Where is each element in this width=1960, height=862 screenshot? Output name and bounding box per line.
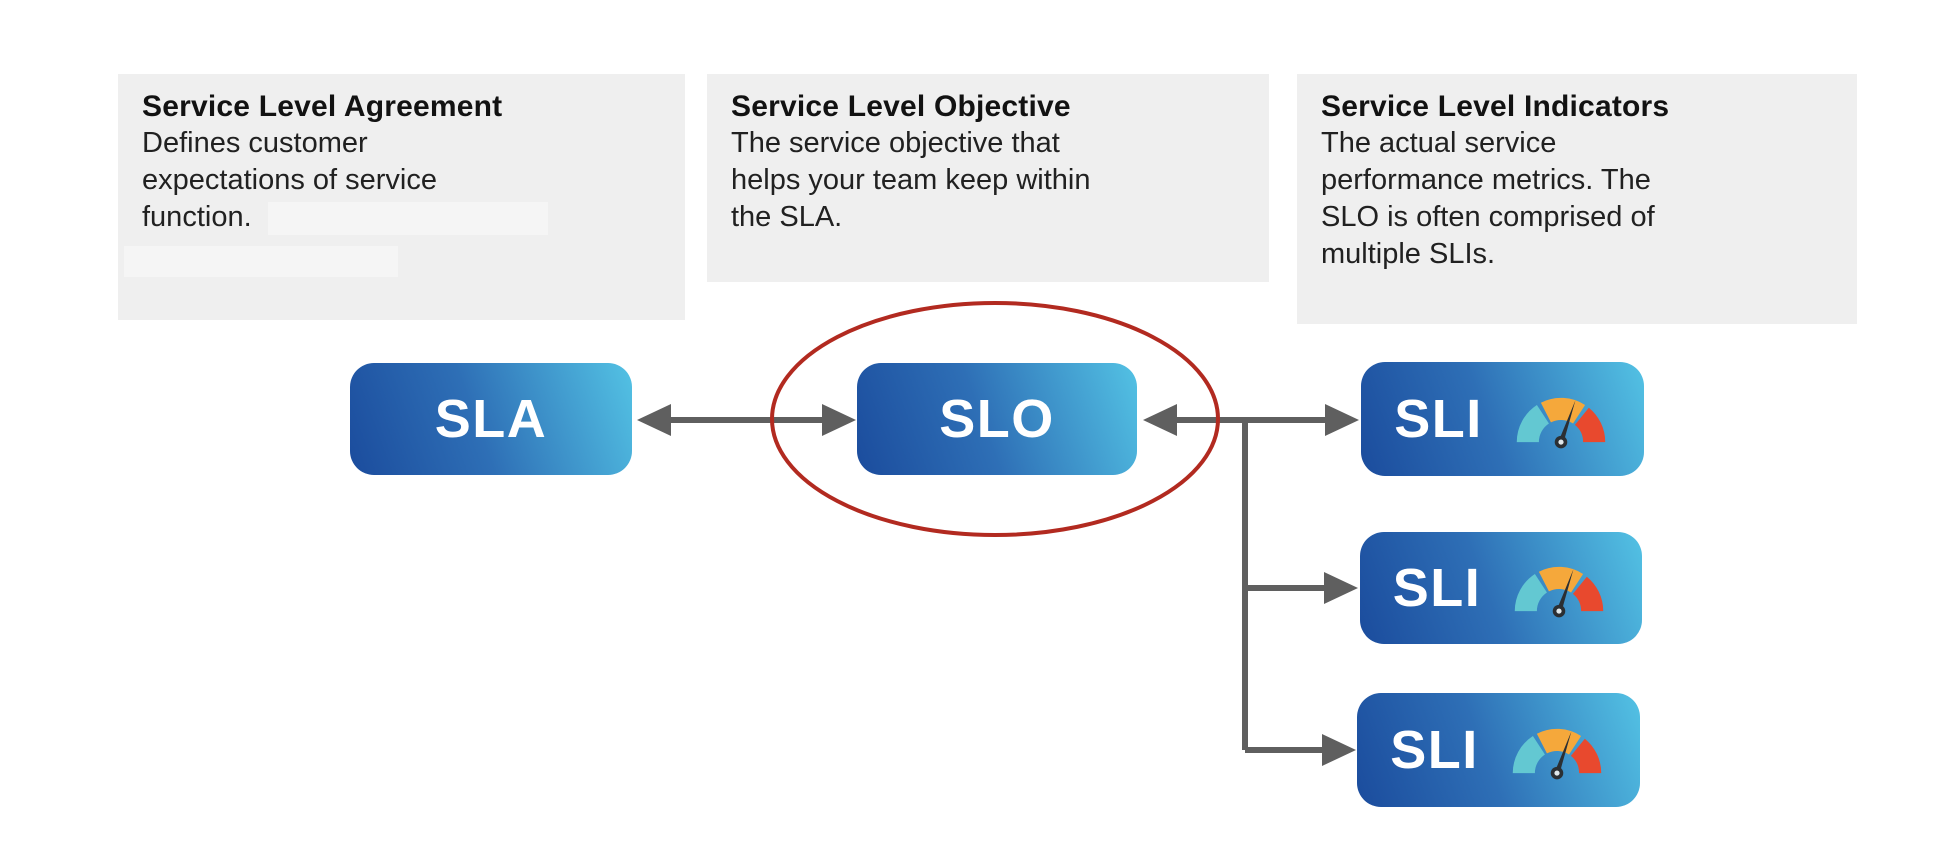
card-body-line: helps your team keep within <box>731 164 1091 196</box>
node-sli-label: SLI <box>1392 558 1482 618</box>
arrow-slo-sli <box>1143 404 1359 766</box>
node-sla-label: SLA <box>434 389 548 449</box>
gauge-icon <box>1509 557 1609 619</box>
arrow-sla-slo <box>637 404 856 436</box>
node-sli-label: SLI <box>1390 720 1479 780</box>
node-slo-label: SLO <box>939 389 1055 449</box>
card-body-line: multiple SLIs. <box>1321 238 1496 270</box>
card-body-line: performance metrics. The <box>1321 164 1651 196</box>
node-sli-label: SLI <box>1394 389 1483 449</box>
card-body-line: expectations of service <box>142 164 437 196</box>
redacted-text-block <box>124 246 398 277</box>
card-title: Service Level Agreement <box>142 90 503 123</box>
node-sli-3: SLI <box>1357 693 1640 807</box>
card-body-line: the SLA. <box>731 201 843 233</box>
node-slo: SLO <box>857 363 1137 475</box>
node-sla: SLA <box>350 363 632 475</box>
card-body-line: function. <box>142 201 252 233</box>
card-title: Service Level Objective <box>731 90 1071 123</box>
card-service-level-objective: Service Level Objective The service obje… <box>707 74 1269 282</box>
card-service-level-indicators: Service Level Indicators The actual serv… <box>1297 74 1857 324</box>
card-service-level-agreement: Service Level Agreement Defines customer… <box>118 74 685 320</box>
card-body-line: The service objective that <box>731 127 1060 159</box>
node-sli-2: SLI <box>1360 532 1642 644</box>
card-title: Service Level Indicators <box>1321 90 1670 123</box>
node-sli-1: SLI <box>1361 362 1644 476</box>
redacted-text-block <box>268 202 548 235</box>
card-body-line: The actual service <box>1321 127 1557 159</box>
gauge-icon <box>1507 719 1607 781</box>
card-body-line: SLO is often comprised of <box>1321 201 1655 233</box>
gauge-icon <box>1511 388 1611 450</box>
card-body-line: Defines customer <box>142 127 368 159</box>
